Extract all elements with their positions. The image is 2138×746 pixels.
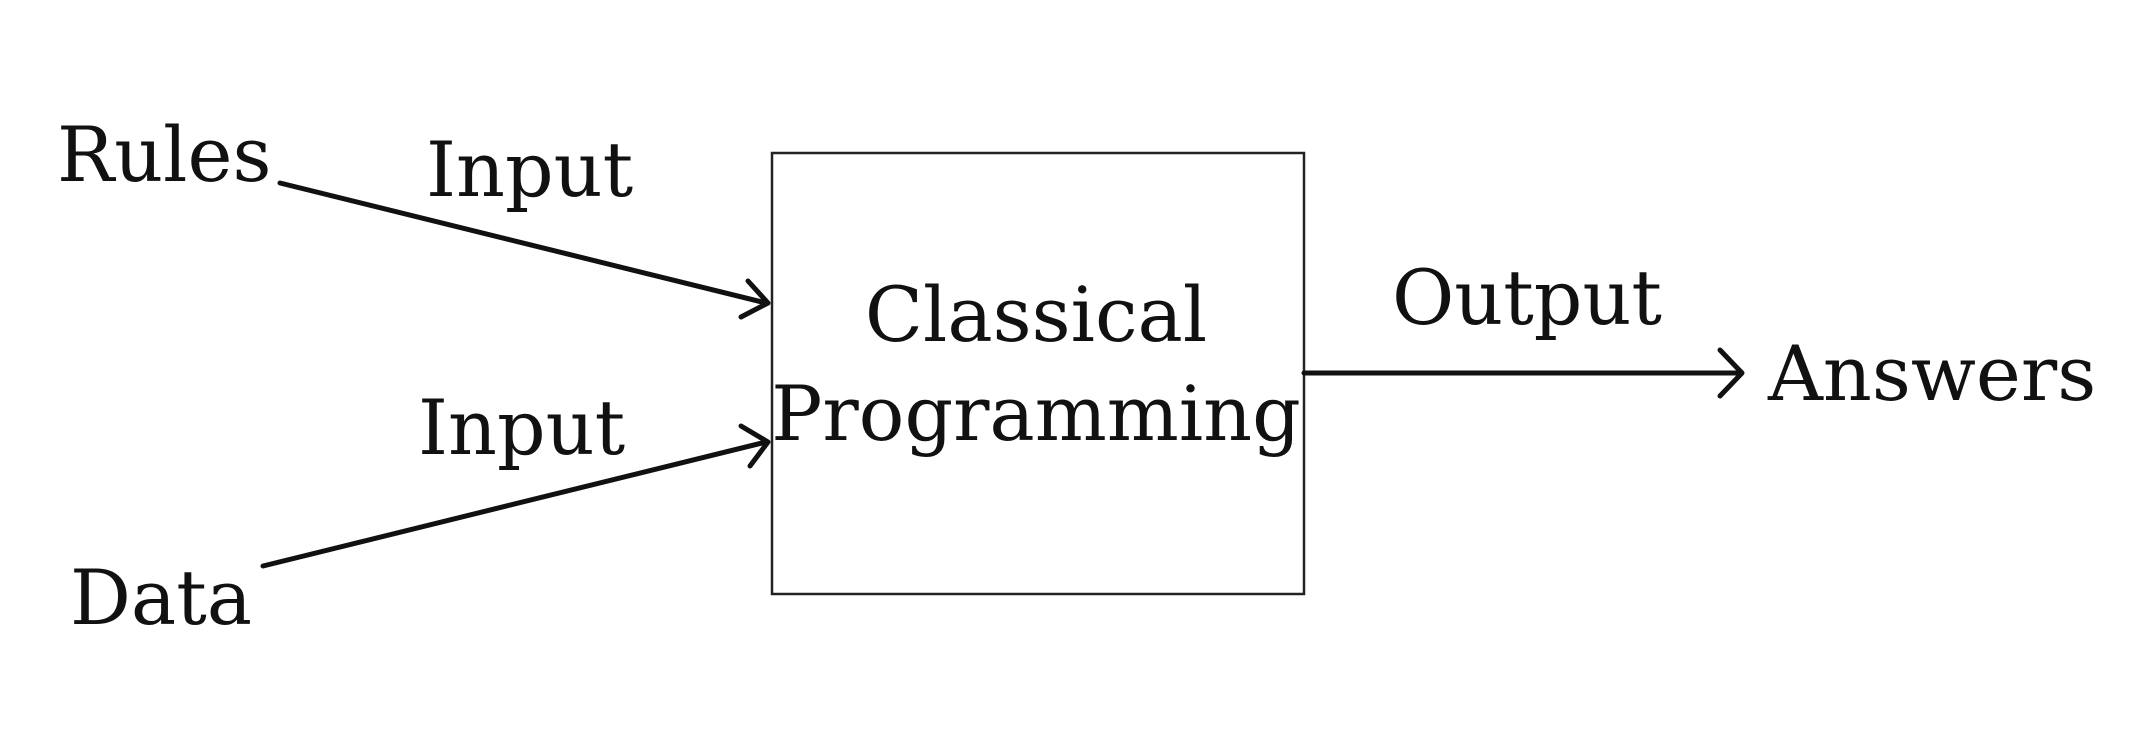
output-arrowhead (1717, 347, 1745, 399)
rules-input-arrowhead (738, 278, 771, 320)
output-edge-label: Output (1392, 253, 1662, 342)
data-input-arrow-line (260, 439, 769, 569)
process-box (770, 151, 1306, 596)
data-input-arrowhead (738, 423, 771, 469)
process-title-line1: Classical (865, 270, 1207, 359)
rules-input-edge-label: Input (426, 125, 633, 214)
data-label: Data (70, 553, 252, 642)
data-input-edge-label: Input (418, 383, 625, 472)
rules-input-arrow-line (277, 180, 769, 306)
rules-label: Rules (57, 110, 271, 199)
process-title-line2: Programming (771, 369, 1301, 458)
answers-label: Answers (1767, 329, 2096, 418)
